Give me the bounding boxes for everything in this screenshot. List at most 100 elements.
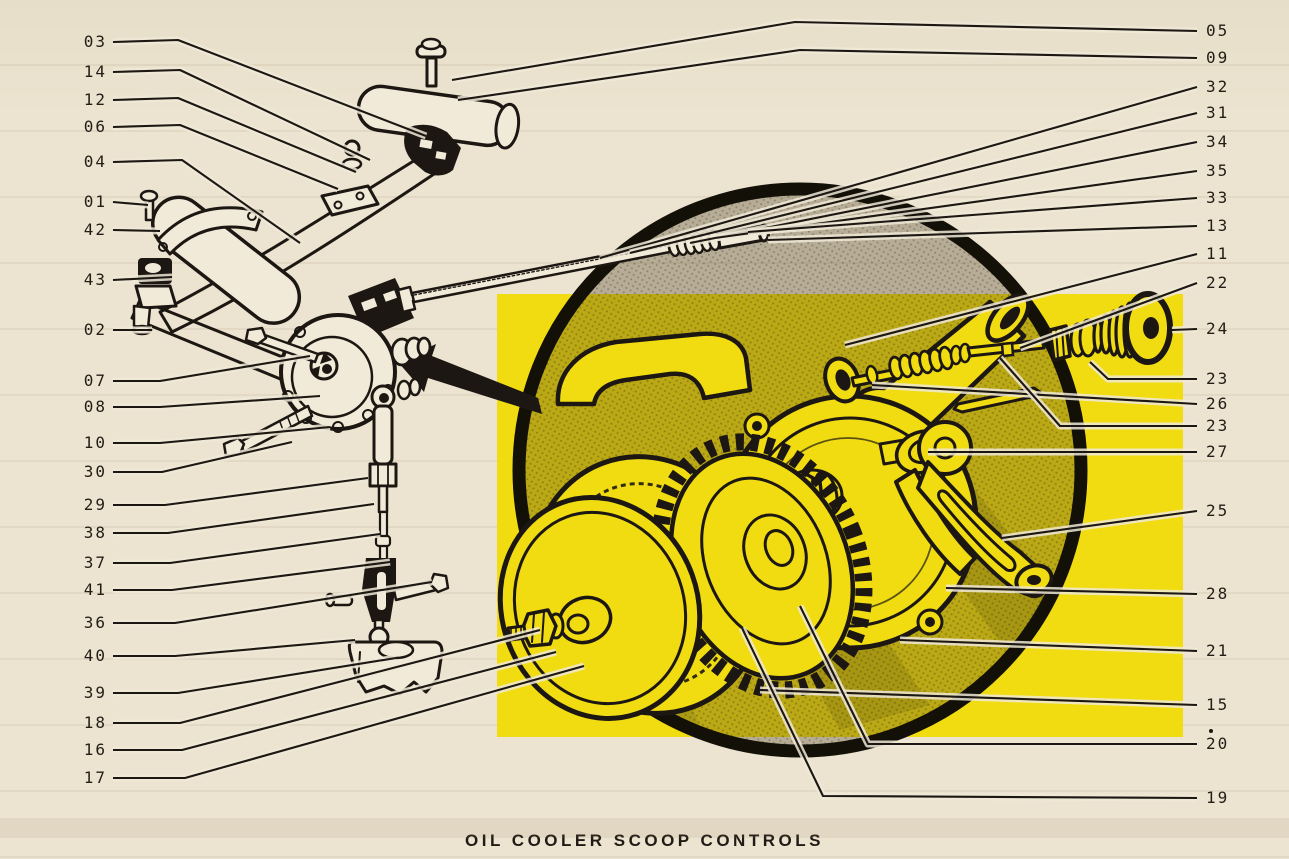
callout-label-right-20-19: 20 [1206, 734, 1229, 753]
callout-label-right-23-11: 23 [1206, 369, 1229, 388]
callout-label-right-33-6: 33 [1206, 188, 1229, 207]
callout-line-left-16-21 [113, 650, 557, 752]
callout-halo-left-06-3 [112, 121, 340, 193]
shaft-collar [1000, 341, 1015, 358]
callout-label-left-12-2: 12 [84, 90, 107, 109]
callout-line-left-37-15 [113, 532, 381, 565]
shaft-spring [888, 345, 954, 381]
callout-line-left-40-18 [113, 638, 356, 658]
callout-line-right-32-2 [599, 85, 1198, 260]
callout-line-left-06-3 [112, 123, 339, 190]
callout-line-left-10-11 [113, 425, 331, 445]
callout-line-left-41-16 [113, 560, 391, 592]
callout-label-left-07-9: 07 [84, 371, 107, 390]
callout-label-left-36-17: 36 [84, 613, 107, 632]
ink-speck [1209, 729, 1213, 733]
callout-label-right-31-3: 31 [1206, 103, 1229, 122]
callout-line-left-17-22 [113, 664, 585, 780]
callout-line-right-28-16 [945, 586, 1198, 596]
callout-line-left-07-9 [113, 354, 311, 383]
callout-label-left-29-13: 29 [84, 495, 107, 514]
callout-line-left-39-19 [113, 656, 397, 695]
callout-line-right-19-20 [741, 627, 1198, 800]
callout-line-left-08-10 [113, 394, 321, 409]
callout-label-right-26-12: 26 [1206, 394, 1229, 413]
callout-line-right-22-9 [1019, 282, 1198, 349]
callout-label-right-32-2: 32 [1206, 77, 1229, 96]
callout-line-left-14-1 [112, 68, 371, 161]
callout-label-left-08-10: 08 [84, 397, 107, 416]
callout-label-left-38-14: 38 [84, 523, 107, 542]
callout-line-right-09-1 [457, 48, 1198, 102]
enlarged-mechanism [497, 291, 1173, 721]
callout-line-left-12-2 [112, 96, 357, 173]
callout-layer: 0314120604014243020708103029383741364039… [84, 18, 1229, 807]
callout-line-left-43-7 [112, 275, 173, 282]
callout-line-right-11-8 [844, 252, 1198, 347]
callout-line-right-21-17 [899, 638, 1198, 653]
callout-label-right-25-15: 25 [1206, 501, 1229, 520]
callout-label-left-37-15: 37 [84, 553, 107, 572]
callout-label-left-10-11: 10 [84, 433, 107, 452]
callout-line-right-33-6 [747, 196, 1198, 234]
knob-center-hole [1143, 317, 1159, 339]
callout-line-right-23-13 [999, 357, 1197, 428]
gearbox-housing-small [222, 278, 432, 458]
callout-label-right-28-16: 28 [1206, 584, 1229, 603]
callout-line-left-04-4 [112, 158, 301, 244]
callout-label-right-21-17: 21 [1206, 641, 1229, 660]
callout-label-left-02-8: 02 [84, 320, 107, 339]
pointer-arrow [398, 344, 542, 414]
tube-clamp-strap [139, 189, 264, 256]
figure-caption: OIL COOLER SCOOP CONTROLS [465, 831, 824, 850]
callout-label-left-04-4: 04 [84, 152, 107, 171]
callout-label-left-40-18: 40 [84, 646, 107, 665]
callout-line-left-38-14 [113, 502, 375, 535]
callout-line-right-05-0 [451, 20, 1198, 82]
callout-line-right-34-4 [689, 140, 1198, 245]
foot-bracket [131, 258, 178, 336]
callout-label-right-11-8: 11 [1206, 244, 1229, 263]
callout-label-right-35-5: 35 [1206, 161, 1229, 180]
callout-label-left-01-5: 01 [84, 192, 107, 211]
callout-line-right-24-10 [1171, 327, 1198, 332]
callout-line-right-31-3 [629, 111, 1198, 255]
callout-label-right-05-0: 05 [1206, 21, 1229, 40]
callout-label-right-15-18: 15 [1206, 695, 1229, 714]
callout-label-right-34-4: 34 [1206, 132, 1229, 151]
callout-line-left-01-5 [112, 200, 149, 207]
callout-label-right-24-10: 24 [1206, 319, 1229, 338]
callout-line-left-30-12 [113, 440, 293, 474]
callout-line-left-36-17 [113, 580, 433, 625]
callout-line-left-03-0 [112, 38, 427, 137]
callout-label-right-09-1: 09 [1206, 48, 1229, 67]
callout-line-left-18-20 [113, 628, 541, 725]
callout-label-left-42-6: 42 [84, 220, 107, 239]
pipe-t-bolt [404, 37, 461, 176]
callout-label-right-19-20: 19 [1206, 788, 1229, 807]
pulley-front-disc [497, 495, 703, 721]
callout-label-right-27-14: 27 [1206, 442, 1229, 461]
callout-line-left-29-13 [113, 476, 369, 507]
callout-halo-left-37-15 [113, 530, 381, 567]
callout-label-left-43-7: 43 [84, 270, 107, 289]
callout-label-left-18-20: 18 [84, 713, 107, 732]
callout-label-right-23-13: 23 [1206, 416, 1229, 435]
callout-label-left-41-16: 41 [84, 580, 107, 599]
callout-label-left-39-19: 39 [84, 683, 107, 702]
callout-label-left-17-22: 17 [84, 768, 107, 787]
callout-label-right-13-7: 13 [1206, 216, 1229, 235]
callout-label-left-03-0: 03 [84, 32, 107, 51]
callout-line-right-15-18 [759, 688, 1198, 707]
callout-line-right-13-7 [767, 224, 1198, 242]
callout-label-left-30-12: 30 [84, 462, 107, 481]
callout-line-left-42-6 [112, 228, 161, 233]
callout-line-right-23-11 [1089, 361, 1197, 381]
callout-line-right-20-19 [799, 605, 1197, 746]
control-lever [894, 420, 1054, 599]
callout-label-left-14-1: 14 [84, 62, 107, 81]
housing-elbow-tube [555, 331, 753, 407]
callout-label-right-22-9: 22 [1206, 273, 1229, 292]
